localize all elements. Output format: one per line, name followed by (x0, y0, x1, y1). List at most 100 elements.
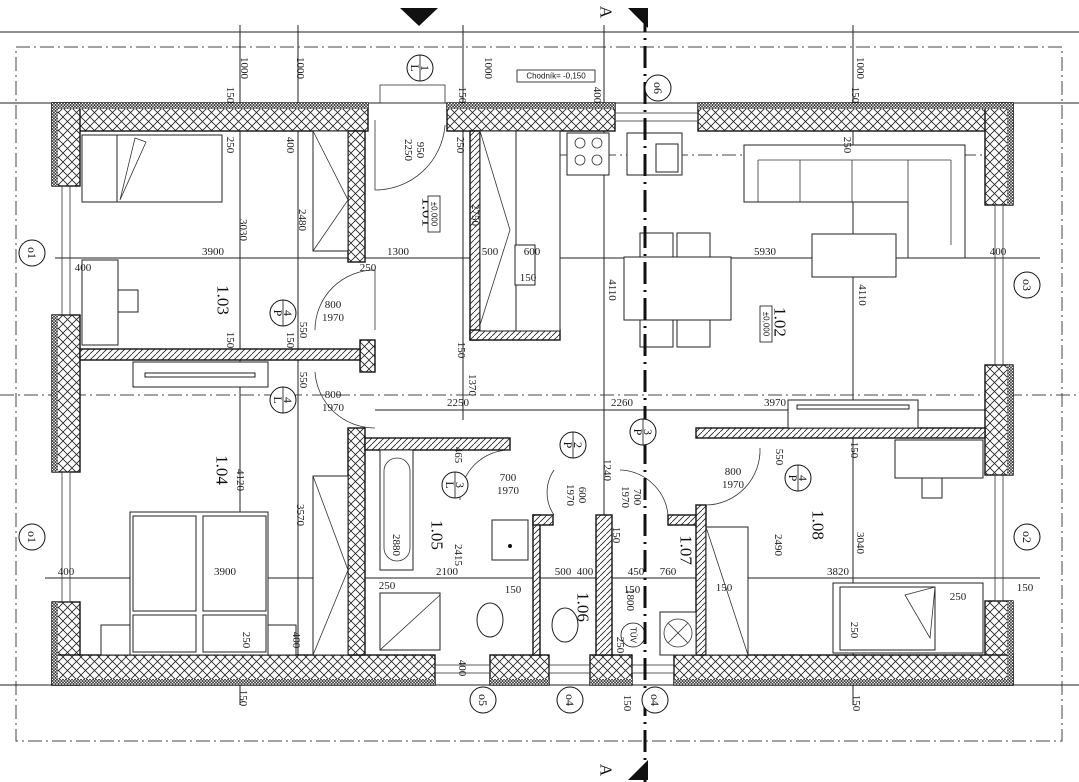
dimension-label: 1000 (482, 57, 494, 80)
dimension-label: 1370 (466, 374, 478, 397)
window-marker-icon (469, 686, 497, 714)
dimension-label: 4110 (606, 279, 618, 301)
dimension-label: 2490 (772, 534, 784, 557)
dimension-label: 400 (58, 566, 75, 578)
dimension-label: 700 (631, 489, 643, 506)
dimension-label: 250 (841, 137, 853, 154)
dimension-label: 150 (284, 332, 296, 349)
dimension-label: 400 (577, 566, 594, 578)
room-number-1-06: 1.06 (574, 592, 593, 622)
room-number-1-08: 1.08 (809, 510, 828, 540)
floor-level-label: ±0,000 (430, 202, 439, 227)
section-line-a (628, 8, 648, 782)
door-marker-number: 2 (571, 442, 585, 448)
boiler-icon (620, 622, 646, 648)
window-marker-label: o1 (25, 531, 39, 543)
dimension-label: 400 (75, 262, 92, 274)
door-marker-side: L (408, 64, 422, 71)
dimension-label: 1000 (238, 57, 250, 80)
dimension-label: 2480 (296, 209, 308, 232)
dimension-label: 760 (660, 566, 677, 578)
dimension-label: 500 (555, 566, 572, 578)
dimension-label: 150 (621, 695, 633, 712)
dimension-label: 465 (452, 447, 464, 464)
dimension-label: 150 (624, 584, 641, 596)
section-marker-bottom: A (597, 764, 616, 777)
dimension-label: 250 (224, 137, 236, 154)
dimension-label: 400 (290, 632, 302, 649)
dimension-label: 150 (849, 87, 861, 104)
dimension-label: 800 (725, 466, 742, 478)
door-marker-side: L (443, 481, 457, 488)
dimension-label: 600 (576, 487, 588, 504)
dimension-label: 1300 (387, 246, 410, 258)
boiler-label: TÚV (629, 627, 638, 644)
dimension-label: 400 (284, 137, 296, 154)
dimension-label: 150 (224, 332, 236, 349)
dimension-label: 150 (610, 527, 622, 544)
section-marker-top: A (597, 6, 616, 19)
door-marker-number: 4 (796, 475, 810, 481)
dimension-label: 2250 (447, 397, 470, 409)
dimension-label: 950 (414, 142, 426, 159)
dimension-label: 3040 (854, 532, 866, 555)
dimension-label: 550 (773, 449, 785, 466)
window-marker-label: o4 (563, 694, 577, 706)
window-marker-icon (18, 523, 46, 551)
window-marker-label: o2 (1020, 531, 1034, 543)
door-marker-number: 4 (281, 310, 295, 316)
sidewalk-level-label: Chodník= -0,150 (526, 72, 586, 81)
site-boundary (15, 46, 1063, 742)
entrance-arrow-icon (400, 8, 438, 26)
dimension-label: 700 (500, 472, 517, 484)
door-marker-number: 3 (453, 482, 467, 488)
dimension-label: 1970 (497, 485, 520, 497)
window-marker-label: o1 (25, 247, 39, 259)
dimension-label: 3820 (827, 566, 850, 578)
dimension-label: 250 (240, 632, 252, 649)
dimension-label: 2880 (390, 534, 402, 557)
dimension-label: 150 (505, 584, 522, 596)
dimension-label: 150 (850, 695, 862, 712)
dimension-label: 1240 (601, 459, 613, 482)
door-marker-side: P (561, 442, 575, 449)
dimension-label: 250 (614, 637, 626, 654)
window-marker-icon (556, 686, 584, 714)
window-marker-icon (644, 74, 672, 102)
door-marker-side: L (271, 396, 285, 403)
door-marker-number: 3 (641, 429, 655, 435)
room-number-1-05: 1.05 (428, 520, 447, 550)
dimension-label: 400 (456, 660, 468, 677)
dimension-label: 5930 (754, 246, 777, 258)
level-tag-box (427, 195, 441, 233)
dimension-label: 150 (455, 342, 467, 359)
dimension-label: 2415 (452, 544, 464, 567)
dimension-label: 250 (454, 137, 466, 154)
dimension-label: 550 (297, 322, 309, 339)
dimension-label: 4110 (856, 284, 868, 306)
dimension-label: 150 (1017, 582, 1034, 594)
window-marker-label: o6 (651, 82, 665, 94)
furniture (81, 130, 984, 656)
dimension-label: 150 (848, 442, 860, 459)
dimension-label: 3900 (214, 566, 237, 578)
door-marker-side: P (631, 429, 645, 436)
dimension-label: 3030 (237, 219, 249, 242)
dimension-label: 4120 (234, 469, 246, 492)
dimension-label: 800 (325, 389, 342, 401)
dimension-label: 150 (237, 690, 249, 707)
window-marker-label: o4 (648, 694, 662, 706)
window-marker-label: o5 (476, 694, 490, 706)
window-marker-icon (18, 239, 46, 267)
dimension-label: 450 (628, 566, 645, 578)
dimension-label: 150 (716, 582, 733, 594)
dimension-label: 250 (360, 262, 377, 274)
dimension-label: 2250 (402, 139, 414, 162)
dimension-label: 1000 (294, 57, 306, 80)
dimension-label: 250 (379, 580, 396, 592)
dimension-label: 1970 (564, 484, 576, 507)
dimension-label: 1970 (322, 312, 345, 324)
door-marker-number: 4 (281, 397, 295, 403)
dimension-label: 250 (950, 591, 967, 603)
